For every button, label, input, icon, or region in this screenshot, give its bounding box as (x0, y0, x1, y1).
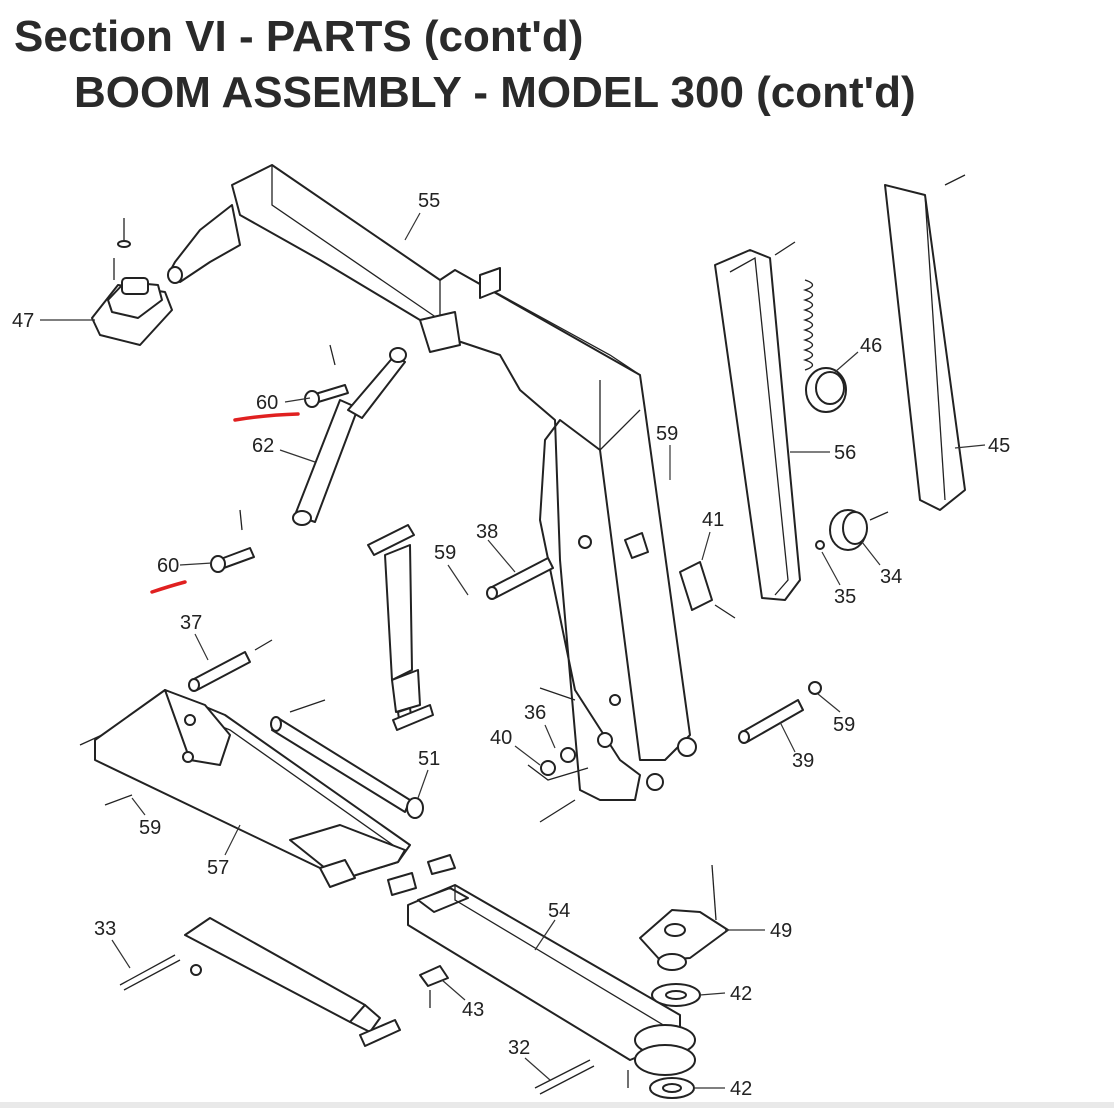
callout-62: 62 (252, 435, 274, 457)
callout-59-upper-right: 59 (656, 423, 678, 445)
bracket-block-part-47 (91, 218, 173, 346)
section-title: Section VI - PARTS (cont'd) (14, 12, 584, 61)
callout-32: 32 (508, 1037, 530, 1059)
washer-part-35 (815, 540, 825, 550)
washer-part-42-upper-hole (665, 990, 687, 1000)
leader-lines (40, 212, 986, 1089)
callout-35: 35 (834, 586, 856, 608)
callout-43: 43 (462, 999, 484, 1021)
lower-arm-part-57 (79, 689, 411, 888)
plate-part-45 (884, 174, 966, 511)
callout-59-lower-left: 59 (139, 817, 161, 839)
callout-36: 36 (524, 702, 546, 724)
callout-49: 49 (770, 920, 792, 942)
callout-60-upper: 60 (256, 392, 278, 414)
bottom-cylinder (119, 917, 401, 1047)
vertical-cylinder (367, 524, 434, 731)
washer-part-42-lower-hole (662, 1083, 682, 1093)
callout-51: 51 (418, 748, 440, 770)
rod-part-51 (270, 699, 424, 819)
callout-42-lower: 42 (730, 1078, 752, 1100)
callout-60-lower: 60 (157, 555, 179, 577)
callout-57: 57 (207, 857, 229, 879)
highlight-mark-upper (233, 412, 300, 422)
callout-59-right: 59 (833, 714, 855, 736)
callout-47: 47 (12, 310, 34, 332)
callout-45: 45 (988, 435, 1010, 457)
callout-34: 34 (880, 566, 902, 588)
pin-part-37 (188, 639, 273, 692)
callout-59-center: 59 (434, 542, 456, 564)
highlight-mark-lower (150, 580, 187, 594)
pin-part-60-lower (210, 547, 255, 573)
horizontal-scrollbar[interactable] (0, 1102, 1114, 1108)
callout-33: 33 (94, 918, 116, 940)
cylinder-part-62 (239, 344, 407, 531)
callout-56: 56 (834, 442, 856, 464)
callout-54: 54 (548, 900, 570, 922)
callout-38: 38 (476, 521, 498, 543)
channel-part-56 (714, 241, 801, 601)
callout-39: 39 (792, 750, 814, 772)
callout-37: 37 (180, 612, 202, 634)
pin-part-32 (534, 1059, 629, 1095)
pin-part-39 (738, 681, 822, 744)
callout-46: 46 (860, 335, 882, 357)
plate-part-41 (624, 532, 736, 619)
main-boom-part-55 (167, 164, 697, 801)
callout-labels: 55 47 60 62 60 46 45 56 59 41 38 59 34 3… (12, 190, 1010, 1100)
callout-55: 55 (418, 190, 440, 212)
pin-part-38 (486, 535, 592, 600)
spring (802, 279, 814, 371)
callout-40: 40 (490, 727, 512, 749)
clip-part-43 (419, 965, 449, 1008)
callout-42-upper: 42 (730, 983, 752, 1005)
callout-41: 41 (702, 509, 724, 531)
plate-part-49 (639, 864, 729, 971)
washers-part-36-40 (527, 687, 589, 823)
tube-part-54 (407, 884, 696, 1076)
pads (387, 854, 456, 896)
pin-part-60-upper (304, 384, 349, 408)
pulley-part-34 (829, 509, 889, 551)
wheel-part-46 (805, 367, 847, 413)
assembly-title: BOOM ASSEMBLY - MODEL 300 (cont'd) (74, 68, 916, 117)
